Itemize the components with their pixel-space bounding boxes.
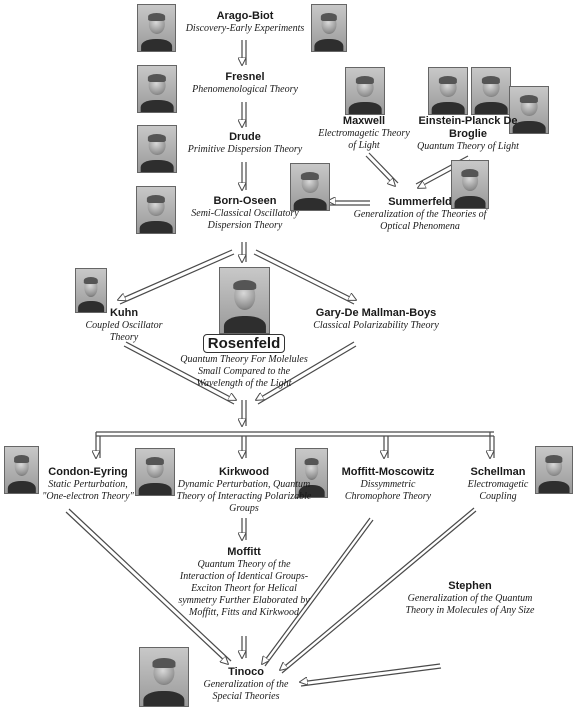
- arrow-drude-born: [242, 162, 247, 190]
- born-portrait: [136, 186, 176, 234]
- node-summerfeld: Summerfeld Generalization of the Theorie…: [350, 196, 490, 233]
- node-description: Classical Polarizability Theory: [313, 320, 439, 331]
- node-kuhn: Kuhn Coupled Oscillator Theory: [74, 307, 174, 344]
- de-broglie-portrait: [509, 86, 549, 134]
- arrow-condon-tinoco: [65, 508, 232, 664]
- eyring-portrait: [135, 448, 175, 496]
- arrow-maxwell-summerfeld: [365, 152, 399, 186]
- node-stephen: Stephen Generalization of the Quantum Th…: [400, 580, 540, 617]
- arrow-gary-merge: [256, 341, 357, 405]
- arrow-born-rosenfeld: [242, 242, 247, 262]
- node-name: Rosenfeld: [202, 334, 286, 353]
- node-description: Generalization of the Theories of Optica…: [353, 209, 487, 232]
- arago-portrait: [137, 4, 176, 52]
- arrow-kuhn-merge: [123, 341, 236, 405]
- node-description: Quantum Theory of the Interaction of Ide…: [178, 559, 310, 618]
- node-maxwell: Maxwell Electromagetic Theory of Light: [318, 115, 410, 152]
- node-moffitt-moscowitz: Moffitt-Moscowitz Dissymmetric Chromopho…: [334, 466, 442, 503]
- tinoco-portrait: [139, 647, 189, 707]
- arrow-stephen-tinoco: [300, 663, 442, 687]
- node-name: Summerfeld: [388, 196, 452, 208]
- arrow-schellman-tinoco: [280, 507, 477, 674]
- node-description: Semi-Classical Oscillatory Dispersion Th…: [191, 208, 299, 231]
- node-drude: Drude Primitive Dispersion Theory: [170, 131, 320, 156]
- node-description: Phenomenological Theory: [192, 84, 298, 95]
- arrow-fresnel-drude: [242, 102, 247, 127]
- arrow-moffitt-tinoco: [242, 636, 247, 658]
- node-moffitt: Moffitt Quantum Theory of the Interactio…: [178, 546, 310, 619]
- node-name: Tinoco: [228, 666, 264, 678]
- arrow-kirkwood-moffitt: [242, 518, 247, 540]
- kuhn-portrait: [75, 268, 107, 313]
- node-condon-eyring: Condon-Eyring Static Perturbation, "One-…: [36, 466, 140, 503]
- node-description: Quantum Theory For Molelules Small Compa…: [180, 354, 308, 389]
- arrow-born-kuhn: [118, 249, 235, 305]
- node-schellman: Schellman Electromagetic Coupling: [460, 466, 536, 503]
- arrow-summerfeld-born: [328, 201, 370, 206]
- rosenfeld-portrait: [219, 267, 270, 334]
- node-name: Schellman: [470, 466, 526, 478]
- node-description: Coupled Oscillator Theory: [85, 320, 163, 343]
- schellman-portrait: [535, 446, 573, 494]
- node-name: Moffitt-Moscowitz: [341, 466, 435, 478]
- arrow-arago-fresnel: [242, 40, 247, 65]
- biot-portrait: [311, 4, 347, 52]
- node-description: Generalization of the Quantum Theory in …: [405, 593, 535, 616]
- kirkwood-portrait: [295, 448, 328, 498]
- node-description: Generalization of the Special Theories: [203, 679, 289, 702]
- node-name: Fresnel: [225, 71, 265, 83]
- node-description: Dynamic Perturbation, Quantum Theory of …: [176, 479, 312, 514]
- node-tinoco: Tinoco Generalization of the Special The…: [190, 666, 302, 703]
- arrow-rosenfeld-merge: [242, 400, 247, 426]
- node-name: Kirkwood: [218, 466, 270, 478]
- einstein-portrait: [428, 67, 468, 115]
- node-name: Stephen: [448, 580, 492, 592]
- node-name: Arago-Biot: [216, 10, 274, 22]
- node-name: Drude: [229, 131, 261, 143]
- node-description: Electromagetic Coupling: [467, 479, 529, 502]
- node-description: Primitive Dispersion Theory: [187, 144, 303, 155]
- condon-portrait: [4, 446, 39, 494]
- node-name: Kuhn: [109, 307, 139, 319]
- node-name: Einstein-Planck De Broglie: [418, 115, 518, 140]
- maxwell-portrait: [345, 67, 385, 115]
- arrow-moscowitz-tinoco: [262, 517, 374, 667]
- node-description: Quantum Theory of Light: [417, 141, 519, 152]
- node-name: Maxwell: [342, 115, 386, 127]
- oseen-portrait: [290, 163, 330, 211]
- node-name: Born-Oseen: [213, 195, 277, 207]
- drude-portrait: [137, 125, 177, 173]
- node-name: Gary-De Mallman-Boys: [315, 307, 437, 319]
- arrow-born-gary: [253, 249, 356, 305]
- node-einstein-planck: Einstein-Planck De Broglie Quantum Theor…: [412, 115, 524, 153]
- node-fresnel: Fresnel Phenomenological Theory: [170, 71, 320, 96]
- node-description: Discovery-Early Experiments: [185, 23, 305, 34]
- node-description: Static Perturbation, "One-electron Theor…: [42, 479, 134, 502]
- distribution-bar: [96, 431, 495, 458]
- node-gary-de-mallman-boys: Gary-De Mallman-Boys Classical Polarizab…: [306, 307, 446, 332]
- node-name: Moffitt: [227, 546, 261, 558]
- node-rosenfeld: Rosenfeld Quantum Theory For Molelules S…: [180, 334, 308, 390]
- node-born-oseen: Born-Oseen Semi-Classical Oscillatory Di…: [182, 195, 308, 232]
- summerfeld-portrait: [451, 160, 489, 209]
- node-name: Condon-Eyring: [48, 466, 128, 478]
- fresnel-portrait: [137, 65, 177, 113]
- planck-portrait: [471, 67, 511, 115]
- node-description: Electromagetic Theory of Light: [318, 128, 410, 151]
- node-description: Dissymmetric Chromophore Theory: [344, 479, 432, 502]
- node-kirkwood: Kirkwood Dynamic Perturbation, Quantum T…: [174, 466, 314, 515]
- node-arago-biot: Arago-Biot Discovery-Early Experiments: [170, 10, 320, 35]
